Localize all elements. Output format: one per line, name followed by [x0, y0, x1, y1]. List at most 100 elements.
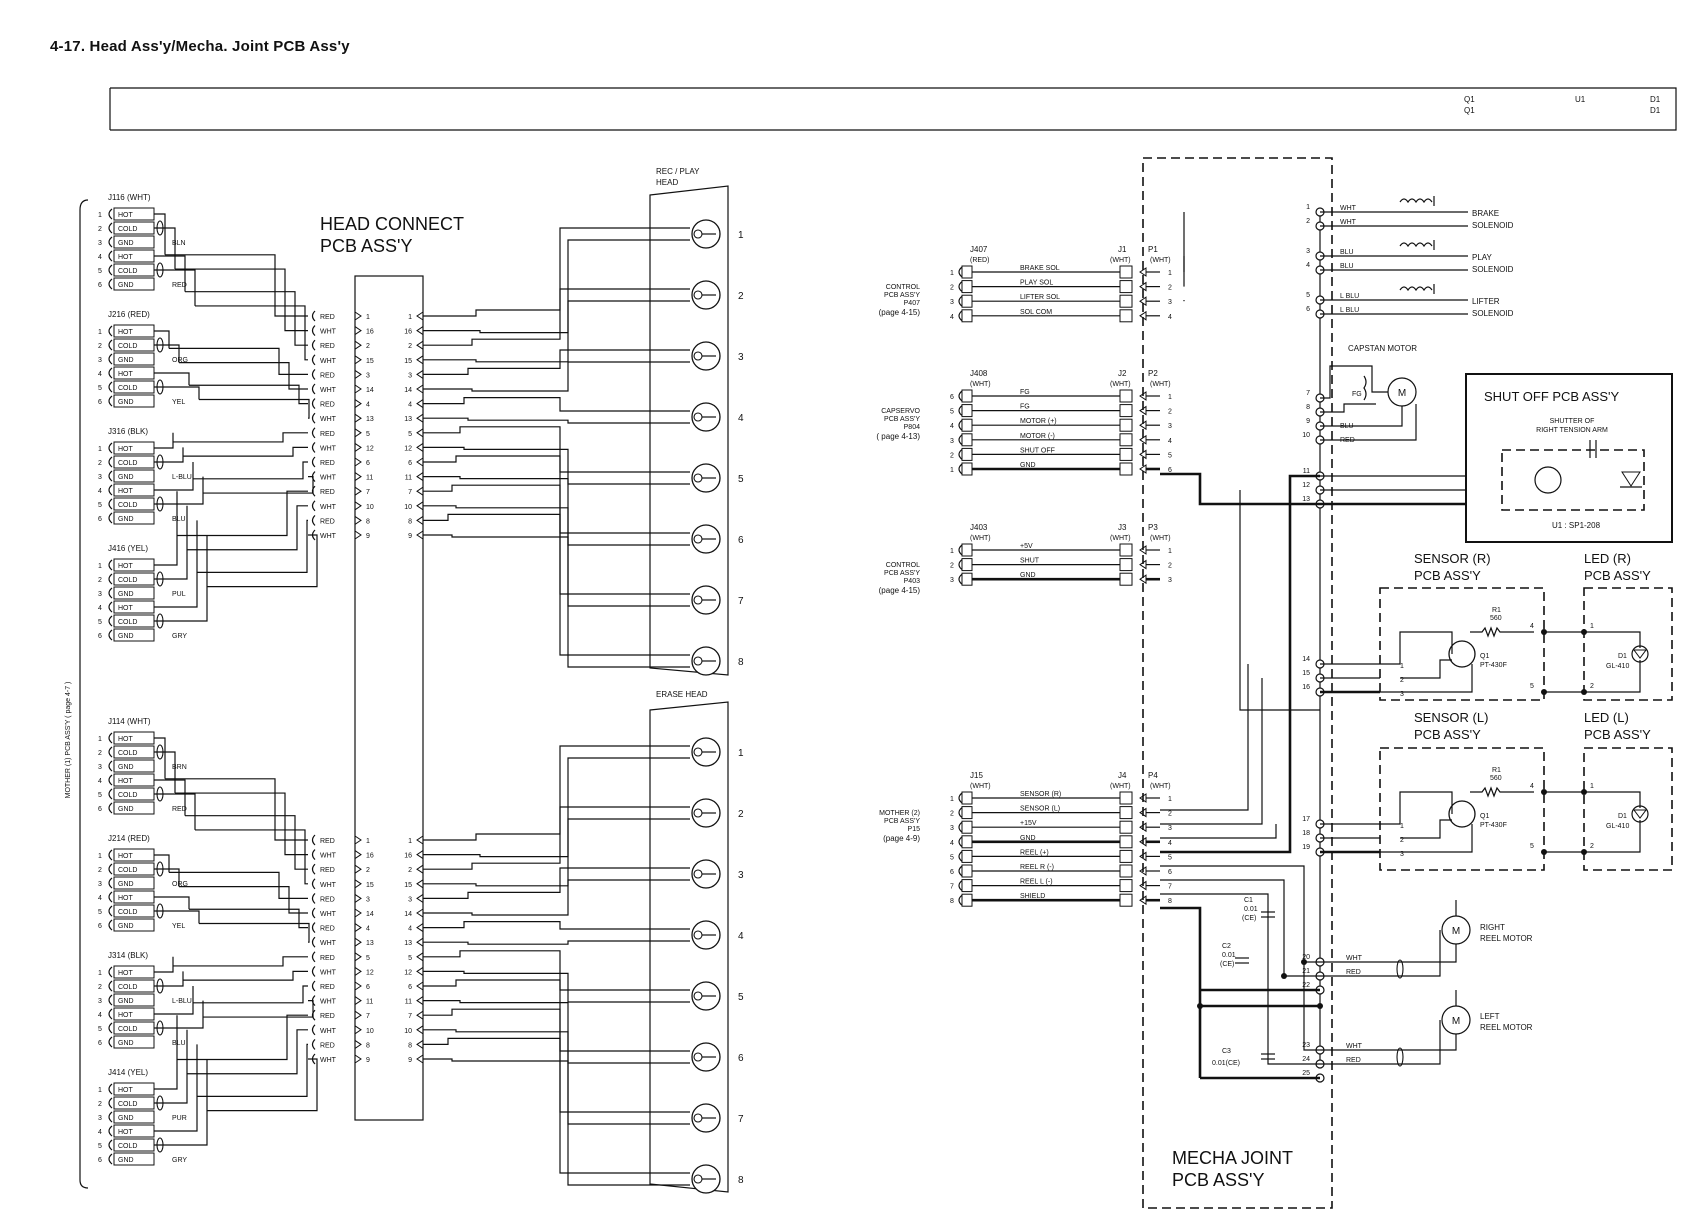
terminal-number: 6	[1306, 306, 1310, 313]
group-pin-number: 2	[950, 563, 954, 570]
rec-head-pin-left: 16	[366, 329, 374, 336]
erase-wire-color: GRY	[172, 1157, 187, 1164]
terminal-number: 7	[1306, 390, 1310, 397]
rec-connector-name-1: J216 (RED)	[108, 310, 150, 319]
pin-box	[113, 876, 155, 890]
shutter-label-2: RIGHT TENSION ARM	[1536, 427, 1608, 434]
shutter-label-1: SHUTTER OF	[1550, 418, 1595, 425]
pin-chevron	[354, 981, 362, 991]
rec-pin-number: 6	[98, 399, 102, 406]
erase-head-pin-right: 16	[404, 853, 412, 860]
q1-label: Q1	[1480, 813, 1489, 820]
erase-head-number: 7	[738, 1114, 744, 1125]
pin-bracket	[108, 601, 113, 613]
pin-bracket	[108, 264, 113, 276]
signal-label: GND	[1020, 835, 1036, 842]
wire	[203, 1000, 314, 1018]
pin-bracket	[108, 891, 113, 903]
pin-box	[961, 309, 973, 323]
pin-bracket	[958, 821, 963, 833]
pin-box	[113, 394, 155, 408]
pin-bracket	[311, 441, 316, 453]
rec-connector-name-0: J116 (WHT)	[108, 193, 151, 202]
rec-head-wire-color: RED	[320, 460, 335, 467]
wire	[154, 956, 174, 973]
head-wire	[440, 397, 690, 412]
reel-plus	[1303, 962, 1320, 1051]
signal-label: REEL R (-)	[1020, 864, 1054, 871]
pin-bracket	[311, 383, 316, 395]
wire	[175, 792, 308, 856]
sensor-r-title-2: PCB ASS'Y	[1414, 568, 1481, 583]
c1-name: C1	[1244, 897, 1253, 904]
erase-head-pin-right: 4	[408, 926, 412, 933]
p-pin-number: 2	[1168, 563, 1172, 570]
sensor-int	[1400, 819, 1452, 839]
legend-d1-b: D1	[1650, 106, 1661, 115]
erase-head-pin-left: 6	[366, 984, 370, 991]
wire	[187, 1029, 308, 1075]
erase-wire-color: ORG	[172, 881, 188, 888]
group-side-label: P804	[904, 424, 920, 431]
solenoid-wire-color: L BLU	[1340, 293, 1359, 300]
rec-pin-label: COLD	[118, 343, 137, 350]
rec-wire-color: L-BLU	[172, 474, 192, 481]
erase-wire-color: YEL	[172, 923, 185, 930]
rec-head-pin-right: 7	[408, 489, 412, 496]
pin-bracket	[958, 310, 963, 322]
pin-chevron	[354, 500, 362, 511]
coil-node	[693, 747, 703, 757]
pin-bracket	[311, 965, 316, 977]
pin-bracket	[108, 877, 113, 889]
rec-head-pin-right: 15	[404, 358, 412, 365]
rec-head-wire-color: WHT	[320, 533, 337, 540]
coil-node	[693, 1052, 703, 1062]
pin-chevron	[354, 966, 362, 977]
pin-bracket	[108, 559, 113, 571]
rec-head-pin-right: 13	[404, 416, 412, 423]
shutoff-title: SHUT OFF PCB ASS'Y	[1484, 389, 1619, 404]
rec-pin-label: GND	[118, 633, 134, 640]
wire	[169, 347, 308, 375]
group-pin-number: 3	[950, 825, 954, 832]
reel-plus	[1160, 865, 1320, 963]
group-pin-number: 5	[950, 854, 954, 861]
erase-pin-number: 1	[98, 1087, 102, 1094]
erase-head-pin-right: 6	[408, 984, 412, 991]
rec-pin-number: 5	[98, 502, 102, 509]
p-pin-number: 1	[1168, 796, 1172, 803]
sensor-int	[1380, 824, 1473, 853]
pin-bracket	[108, 278, 113, 290]
signal-label: GND	[1020, 572, 1036, 579]
head-wire	[440, 361, 690, 392]
led-diode	[1633, 649, 1647, 659]
pin-chevron	[354, 515, 362, 526]
pin-box	[113, 235, 155, 249]
pin-chevron	[416, 486, 424, 497]
group-pin-number: 6	[950, 394, 954, 401]
pin-chevron	[416, 922, 424, 933]
wire	[173, 432, 308, 443]
rec-head-pin-left: 2	[366, 343, 370, 350]
head-connect-title-1: HEAD CONNECT	[320, 214, 464, 234]
erase-head-number: 5	[738, 992, 744, 1003]
rec-pin-number: 4	[98, 371, 102, 378]
group-j-name: J407	[970, 245, 988, 254]
wire	[197, 519, 308, 573]
group-j-name: J15	[970, 771, 983, 780]
pin-box	[1119, 462, 1133, 476]
c2-name: C2	[1222, 943, 1231, 950]
rec-head-pin-right: 12	[404, 445, 412, 452]
pin-chevron	[354, 922, 362, 933]
p-pin-number: 1	[1168, 394, 1172, 401]
pin-chevron	[416, 1024, 424, 1035]
pin-chevron	[416, 951, 424, 962]
pin-box	[961, 389, 973, 403]
mecha-joint-title-2: PCB ASS'Y	[1172, 1170, 1264, 1190]
pin-box	[961, 265, 973, 279]
pin-box	[1119, 820, 1133, 834]
pin-chevron	[354, 1010, 362, 1021]
erase-pin-number: 6	[98, 1157, 102, 1164]
rec-head-pin-right: 8	[408, 518, 412, 525]
wire	[154, 1000, 204, 1029]
